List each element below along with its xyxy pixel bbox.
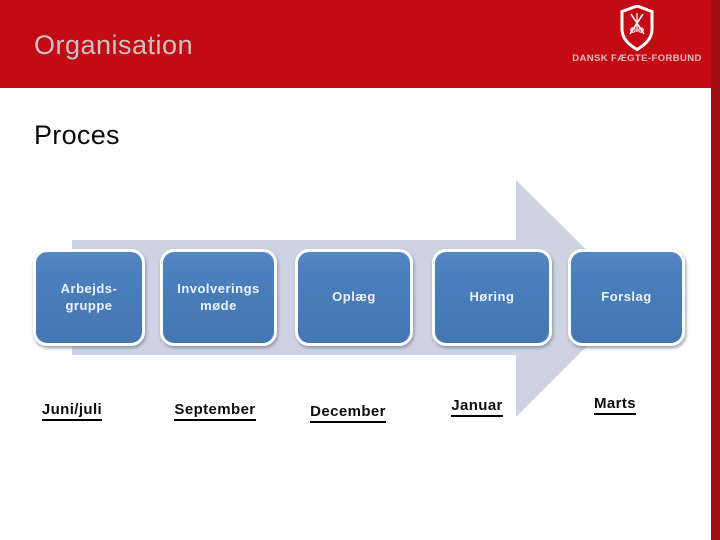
date-text: Juni/juli xyxy=(41,401,103,421)
date-text: September xyxy=(174,401,256,421)
date-label-juni-juli: Juni/juli xyxy=(2,401,142,421)
fencing-shield-icon xyxy=(620,5,654,51)
organization-name: DANSK FÆGTE-FORBUND xyxy=(572,53,702,64)
step-label: Arbejds- gruppe xyxy=(60,280,118,313)
date-label-marts: Marts xyxy=(545,395,685,415)
step-label: Involverings møde xyxy=(177,280,260,313)
date-text: Marts xyxy=(593,395,636,415)
date-label-december: December xyxy=(278,403,418,423)
process-step-hoering: Høring xyxy=(432,249,552,346)
date-label-september: September xyxy=(145,401,285,421)
slide-title: Organisation xyxy=(34,30,194,60)
process-step-oplaeg: Oplæg xyxy=(295,249,413,346)
organization-logo: DANSK FÆGTE-FORBUND xyxy=(566,5,708,64)
process-step-arbejdsgruppe: Arbejds- gruppe xyxy=(33,249,145,346)
date-text: Januar xyxy=(451,397,503,417)
process-step-involveringsmoede: Involverings møde xyxy=(160,249,277,346)
right-edge-stripe xyxy=(711,0,720,540)
header-band: Organisation DANSK FÆGTE-FORBUND xyxy=(0,0,720,88)
section-title: Proces xyxy=(34,120,120,150)
process-step-forslag: Forslag xyxy=(568,249,685,346)
step-label: Høring xyxy=(469,289,515,305)
date-text: December xyxy=(310,403,386,423)
step-label: Forslag xyxy=(601,289,652,305)
step-label: Oplæg xyxy=(332,289,376,305)
date-label-januar: Januar xyxy=(407,397,547,417)
